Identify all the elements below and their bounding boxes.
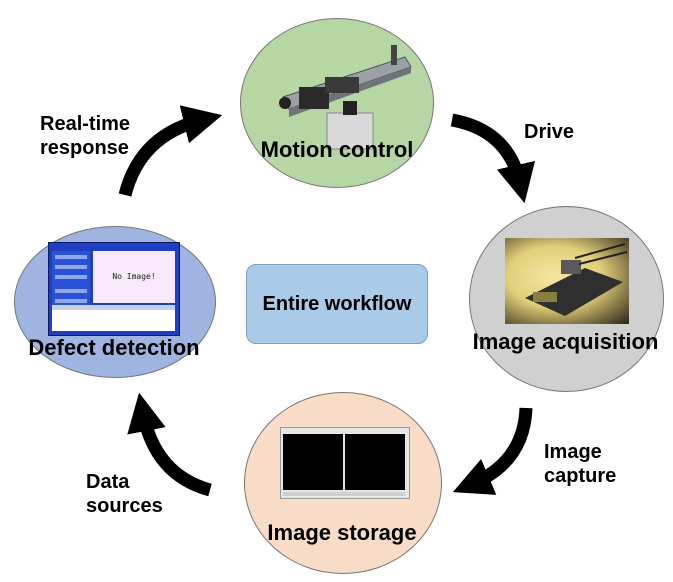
node-label: Image storage: [267, 520, 417, 545]
edge-label-drive: Drive: [524, 121, 575, 143]
node-label: Image acquisition: [472, 329, 659, 354]
edge-label-real-time-response: Real-time response: [40, 113, 131, 159]
node-motion-control: Motion control: [240, 18, 434, 188]
arrow-image-capture: [452, 407, 533, 495]
edge-label-image-capture: Image capture: [544, 441, 617, 487]
arrow-drive: [450, 113, 535, 204]
node-label: Defect detection: [28, 335, 200, 360]
image-storage-screenshot: [280, 427, 410, 499]
motion-stage-image: [279, 45, 412, 150]
control-panel: [52, 251, 90, 311]
node-label: Motion control: [260, 137, 414, 162]
camera-photo: [505, 238, 629, 324]
image-display: No Image!: [93, 251, 175, 303]
image-pane-right: [345, 434, 405, 490]
results-table: [52, 305, 175, 331]
arrow-data-sources: [127, 392, 212, 497]
arrow-real-time-response: [118, 105, 223, 197]
status-bar: [283, 492, 405, 496]
camera-image: [525, 243, 628, 316]
edge-label-data-sources: Data sources: [86, 471, 163, 517]
center-workflow-box: Entire workflow: [246, 264, 428, 344]
image-pane-left: [283, 434, 343, 490]
defect-detection-screenshot: No Image!: [48, 242, 180, 336]
